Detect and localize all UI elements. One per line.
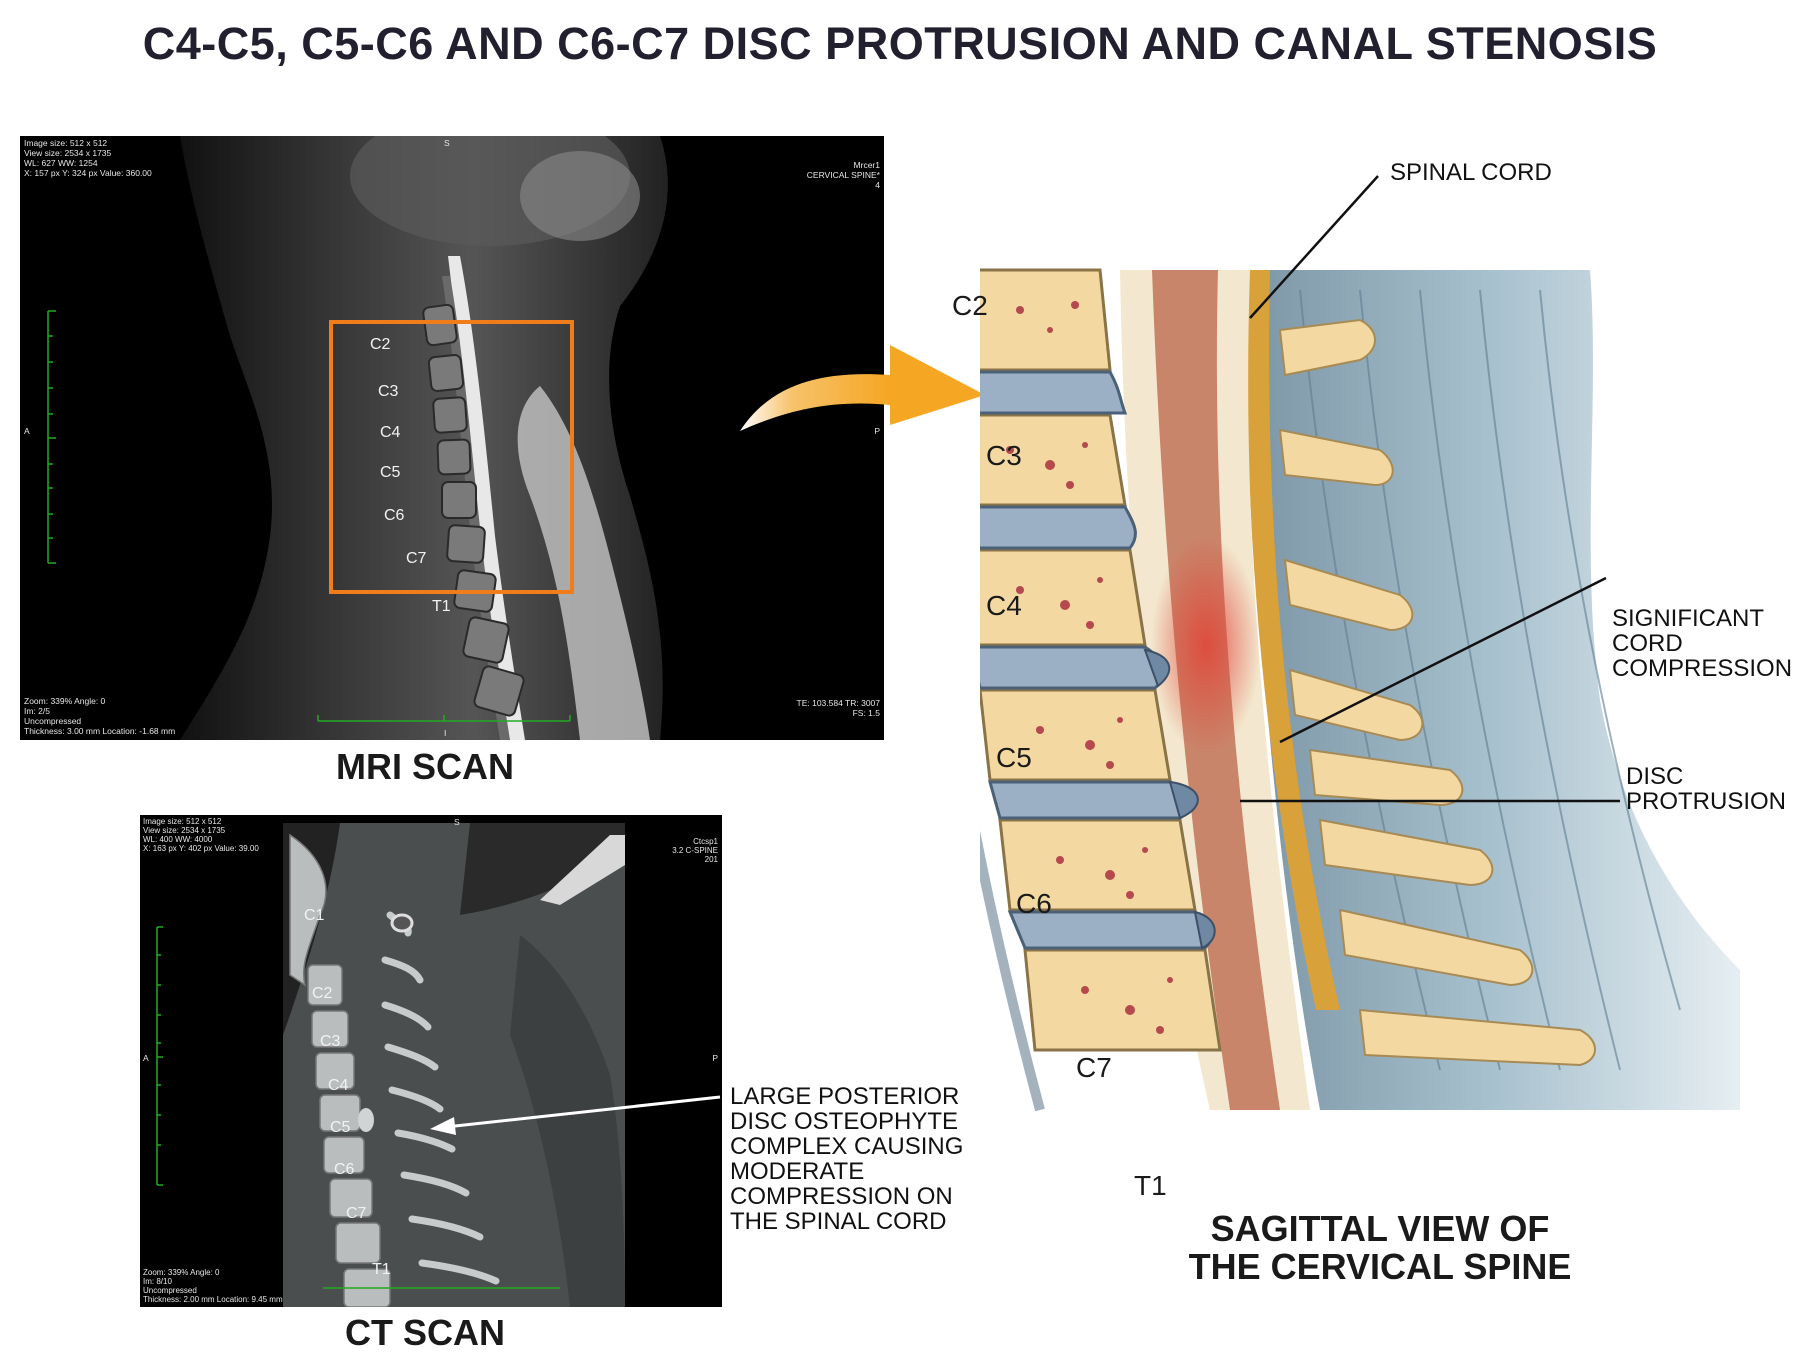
illus-label-t1: T1: [1134, 1170, 1167, 1201]
illus-label-c7: C7: [1076, 1052, 1112, 1083]
ct-meta-bottom-left: Zoom: 339% Angle: 0 Im: 8/10 Uncompresse…: [143, 1268, 283, 1304]
mri-meta-bottom-right: TE: 103.584 TR: 3007 FS: 1.5: [796, 698, 880, 718]
mri-meta-top-left: Image size: 512 x 512 View size: 2534 x …: [24, 138, 152, 178]
ct-orient-top: S: [454, 817, 460, 827]
ct-meta-top-right: Ctcsp1 3.2 C-SPINE 201: [672, 837, 718, 864]
ct-label-t1: T1: [372, 1261, 391, 1278]
mri-orient-right: P: [874, 426, 880, 436]
ct-scan-image: Image size: 512 x 512 View size: 2534 x …: [140, 815, 722, 1307]
mri-caption: MRI SCAN: [336, 746, 514, 787]
ct-label-c7: C7: [346, 1205, 367, 1222]
ct-orient-left: A: [143, 1053, 149, 1063]
ct-callout-arrow: [430, 1095, 721, 1135]
mri-orient-top: S: [444, 138, 450, 148]
illus-label-c4: C4: [986, 590, 1022, 621]
illustration-caption-line1: SAGITTAL VIEW OF: [1210, 1208, 1550, 1249]
mri-orient-left: A: [24, 426, 30, 436]
ct-callout-text: LARGE POSTERIOR DISC OSTEOPHYTE COMPLEX …: [730, 1083, 964, 1235]
mri-label-c2: C2: [370, 336, 391, 353]
orange-transition-arrow: [740, 345, 985, 431]
mri-scan-drawing: [20, 136, 884, 740]
ct-orient-right: P: [712, 1053, 718, 1063]
ct-label-c3: C3: [320, 1033, 341, 1050]
mri-label-c5: C5: [380, 464, 401, 481]
mri-label-c7: C7: [406, 550, 427, 567]
mri-label-t1: T1: [432, 598, 451, 615]
mri-meta-top-right: Mrcer1 CERVICAL SPINE* 4: [806, 160, 880, 190]
mri-label-c3: C3: [378, 383, 399, 400]
label-cord-compression: SIGNIFICANT CORD COMPRESSION: [1612, 605, 1793, 682]
illus-label-c6: C6: [1016, 888, 1052, 919]
illustration-caption: SAGITTAL VIEW OF THE CERVICAL SPINE: [1140, 1210, 1620, 1286]
mri-scan-image: Image size: 512 x 512 View size: 2534 x …: [20, 136, 884, 740]
ct-label-c1: C1: [304, 907, 325, 924]
ct-meta-top-left: Image size: 512 x 512 View size: 2534 x …: [143, 817, 259, 853]
label-spinal-cord: SPINAL CORD: [1390, 159, 1552, 186]
mri-orient-bottom: I: [444, 728, 447, 738]
mri-meta-bottom-left: Zoom: 339% Angle: 0 Im: 2/5 Uncompressed…: [24, 696, 176, 736]
illus-label-c2: C2: [952, 290, 988, 321]
mri-label-c4: C4: [380, 424, 401, 441]
page-title: C4-C5, C5-C6 AND C6-C7 DISC PROTRUSION A…: [142, 18, 1658, 69]
label-disc-protrusion: DISC PROTRUSION: [1626, 763, 1787, 815]
illus-label-c5: C5: [996, 742, 1032, 773]
mri-label-c6: C6: [384, 507, 405, 524]
ct-caption: CT SCAN: [345, 1312, 505, 1353]
ct-label-c6: C6: [334, 1161, 355, 1178]
ct-scan-drawing: [140, 815, 722, 1307]
illus-label-c3: C3: [986, 440, 1022, 471]
ct-label-c2: C2: [312, 985, 333, 1002]
illustration-leader-lines: [1240, 175, 1620, 803]
ct-label-c4: C4: [328, 1077, 349, 1094]
ct-label-c5: C5: [330, 1119, 351, 1136]
illustration-caption-line2: THE CERVICAL SPINE: [1188, 1246, 1572, 1287]
